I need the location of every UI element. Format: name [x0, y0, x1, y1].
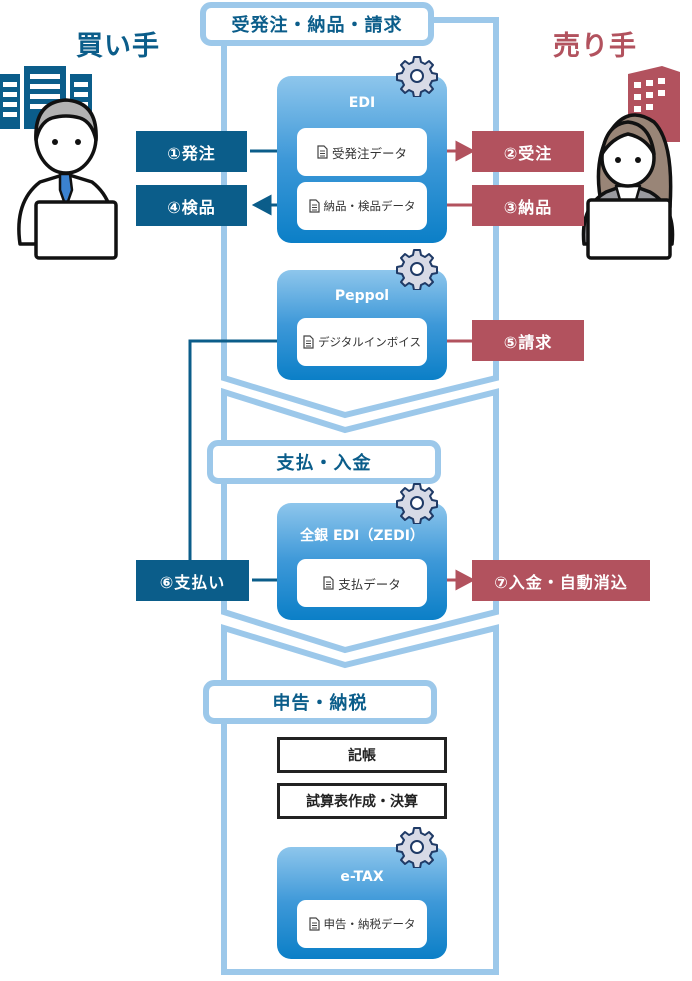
system-zedi: 全銀 EDI（ZEDI） 支払データ — [277, 503, 447, 620]
step-bookkeeping: 記帳 — [277, 737, 447, 773]
system-title: Peppol — [334, 288, 390, 304]
seller-illustration — [581, 66, 680, 260]
system-title: 全銀 EDI（ZEDI） — [300, 528, 424, 544]
data-card-tax[interactable]: 申告・納税データ — [297, 900, 427, 948]
buyer-illustration — [0, 66, 118, 260]
data-card-label: 支払データ — [338, 576, 401, 592]
section-header-tax: 申告・納税 — [203, 680, 437, 724]
document-icon — [323, 576, 334, 590]
flow-payment: ⑥支払い — [136, 560, 249, 601]
data-card-payment[interactable]: 支払データ — [297, 559, 427, 607]
system-title: EDI — [348, 95, 376, 111]
document-icon — [317, 145, 328, 159]
receive-order-arrowhead — [455, 140, 476, 162]
invoice-to-payment-line — [188, 339, 296, 565]
flow-order: ①発注 — [136, 131, 247, 172]
buyer-person-icon — [17, 98, 118, 260]
document-icon — [303, 335, 314, 349]
flow-delivery: ③納品 — [472, 185, 584, 226]
flow-billing: ⑤請求 — [472, 320, 584, 361]
deposit-arrowhead — [455, 569, 476, 591]
data-card-label: 申告・納税データ — [323, 917, 416, 931]
flow-receive-order: ②受注 — [472, 131, 584, 172]
flow-inspection: ④検品 — [136, 185, 247, 226]
flow-deposit-reconcile: ⑦入金・自動消込 — [472, 560, 650, 601]
seller-title: 売り手 — [553, 31, 637, 62]
gear-icon — [396, 249, 438, 290]
data-card-label: 受発注データ — [331, 145, 407, 161]
gear-icon — [396, 56, 438, 97]
inspect-arrowhead — [251, 194, 272, 216]
gear-icon — [396, 483, 438, 524]
data-card-invoice[interactable]: デジタルインボイス — [297, 318, 427, 366]
seller-person-icon — [581, 113, 675, 260]
section-frame-2 — [221, 387, 499, 654]
document-icon — [308, 199, 320, 213]
gear-icon — [396, 827, 438, 868]
step-trial-balance: 試算表作成・決算 — [277, 783, 447, 819]
section-frame-1 — [221, 17, 499, 419]
system-title: e-TAX — [340, 869, 384, 885]
system-edi: EDI 受発注データ 納品・検品データ — [277, 76, 447, 243]
data-card-label: 納品・検品データ — [323, 199, 416, 213]
data-card-order[interactable]: 受発注データ — [297, 128, 427, 176]
section-header-payment: 支払・入金 — [207, 440, 441, 484]
data-card-delivery[interactable]: 納品・検品データ — [297, 182, 427, 230]
document-icon — [308, 917, 320, 931]
section-header-ordering: 受発注・納品・請求 — [200, 2, 434, 46]
section-frame-3 — [221, 623, 499, 975]
buyer-title: 買い手 — [76, 31, 160, 62]
data-card-label: デジタルインボイス — [318, 335, 421, 349]
